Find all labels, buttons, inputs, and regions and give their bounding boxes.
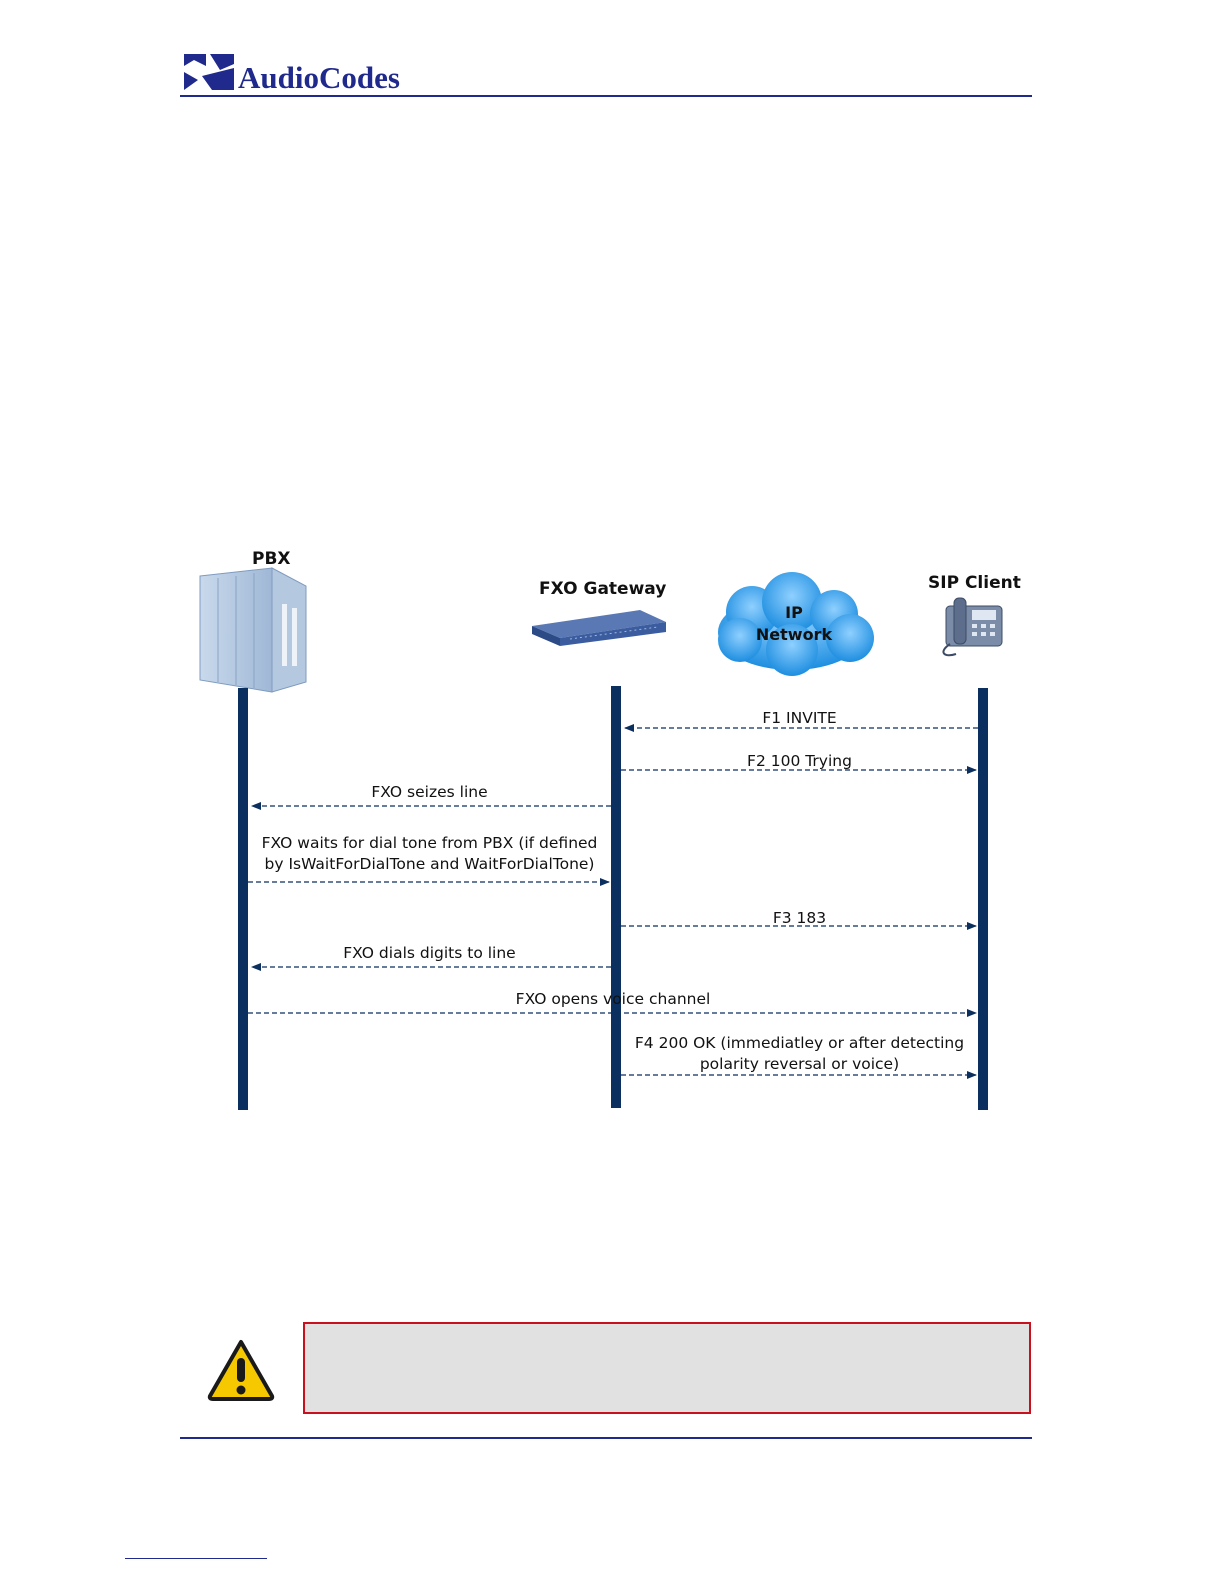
sip-phone-icon: [942, 597, 1003, 657]
sip-client-label: SIP Client: [928, 573, 1021, 593]
client-lifeline: [978, 688, 988, 1110]
footer-rule: [180, 1437, 1032, 1439]
message-label: FXO seizes line: [371, 783, 487, 801]
warning-icon: [207, 1340, 275, 1401]
audiocodes-logo: AudioCodes: [184, 54, 400, 94]
message-label: FXO dials digits to line: [343, 944, 515, 962]
network-label-line1: IP: [785, 603, 803, 622]
message-label: F3 183: [773, 909, 826, 927]
pbx-icon: [199, 567, 307, 693]
note-box: [303, 1322, 1031, 1414]
message-label: by IsWaitForDialTone and WaitForDialTone…: [265, 855, 595, 873]
footer-short-rule: [125, 1558, 267, 1559]
brand-name: AudioCodes: [238, 60, 400, 94]
gateway-lifeline: [611, 686, 621, 1108]
message-label: FXO opens voice channel: [516, 990, 711, 1008]
fxo-gateway-icon: [532, 610, 666, 646]
message-label: polarity reversal or voice): [700, 1055, 899, 1073]
message-label: F4 200 OK (immediatley or after detectin…: [635, 1034, 964, 1052]
message-label: FXO waits for dial tone from PBX (if def…: [262, 834, 598, 852]
message-label: F1 INVITE: [762, 709, 836, 727]
ip-network-cloud-icon: [718, 572, 874, 676]
header-rule: [180, 95, 1032, 97]
audiocodes-logo-mark-icon: [184, 54, 234, 90]
network-label-line2: Network: [756, 625, 833, 644]
sequence-diagram: PBX FXO Gateway IP Network SIP Client: [199, 549, 1021, 1110]
message-label: F2 100 Trying: [747, 752, 852, 770]
pbx-lifeline: [238, 688, 248, 1110]
gateway-label: FXO Gateway: [539, 579, 666, 599]
pbx-label: PBX: [252, 549, 291, 569]
